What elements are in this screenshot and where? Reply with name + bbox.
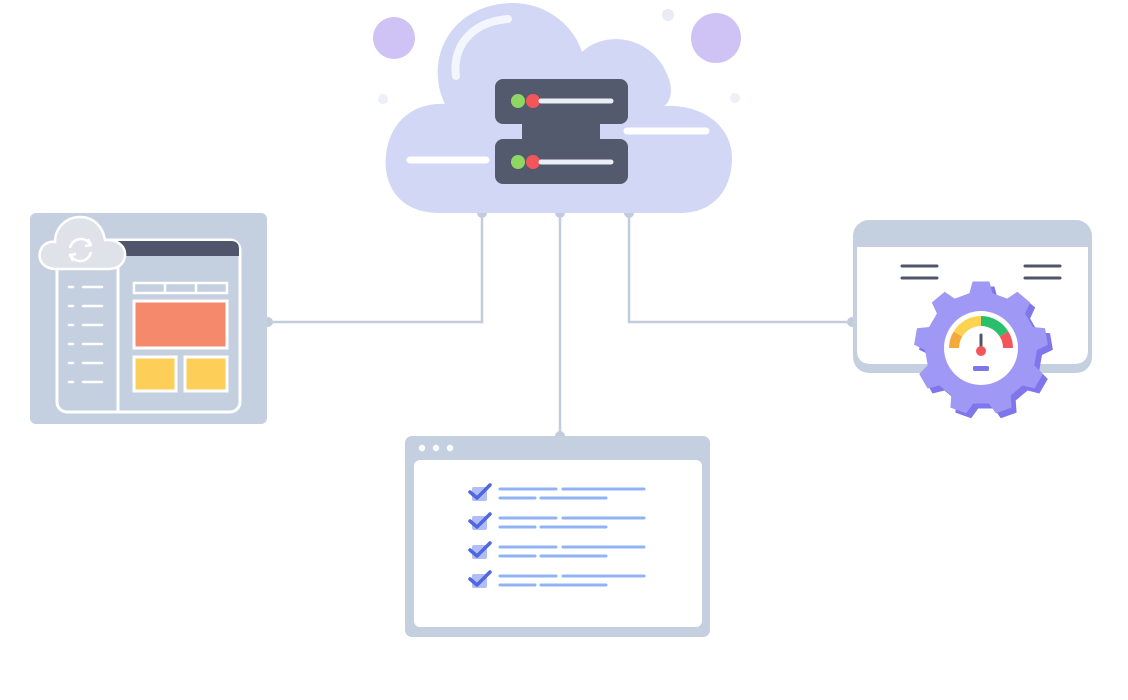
checkbox-checked-icon bbox=[468, 483, 492, 501]
connector-left bbox=[268, 213, 484, 324]
yellow-block-right bbox=[183, 355, 229, 393]
checklist-window-icon bbox=[405, 436, 710, 637]
connector-right bbox=[627, 213, 852, 324]
checklist-row bbox=[468, 483, 646, 501]
checklist-row bbox=[468, 512, 646, 530]
sidebar-dashes bbox=[67, 285, 104, 384]
gauge-readout bbox=[973, 366, 989, 371]
checklist-rows bbox=[468, 483, 646, 588]
cloud-server-icon bbox=[385, 3, 733, 214]
checkbox-checked-icon bbox=[468, 570, 492, 588]
orange-block bbox=[132, 299, 229, 350]
cloud-highlight bbox=[451, 15, 512, 80]
checklist-text-lines bbox=[498, 487, 646, 500]
checklist-row bbox=[468, 570, 646, 588]
dashboard-window-icon bbox=[30, 213, 267, 424]
server-stack-icon bbox=[495, 79, 628, 184]
settings-window-icon bbox=[853, 220, 1092, 419]
connector-lines bbox=[268, 213, 852, 436]
server-led-red bbox=[526, 155, 540, 169]
table-header bbox=[132, 281, 229, 295]
checkbox-checked-icon bbox=[468, 541, 492, 559]
checklist-text-lines bbox=[498, 574, 646, 587]
performance-gauge-icon bbox=[949, 316, 1013, 349]
yellow-block-left bbox=[132, 355, 178, 393]
checkbox-checked-icon bbox=[468, 512, 492, 530]
server-led-red bbox=[526, 94, 540, 108]
window-dots bbox=[418, 444, 454, 452]
checklist-text-lines bbox=[498, 516, 646, 529]
gauge-pivot bbox=[976, 346, 986, 356]
server-led-green bbox=[511, 155, 525, 169]
server-led-green bbox=[511, 94, 525, 108]
cloud-sync-icon bbox=[38, 215, 127, 271]
checklist-row bbox=[468, 541, 646, 559]
settings-gear-icon bbox=[914, 281, 1053, 419]
decorative-bubbles bbox=[373, 9, 741, 104]
menu-lines-icon bbox=[900, 264, 939, 280]
menu-lines-icon bbox=[1023, 264, 1062, 280]
checklist-text-lines bbox=[498, 545, 646, 558]
